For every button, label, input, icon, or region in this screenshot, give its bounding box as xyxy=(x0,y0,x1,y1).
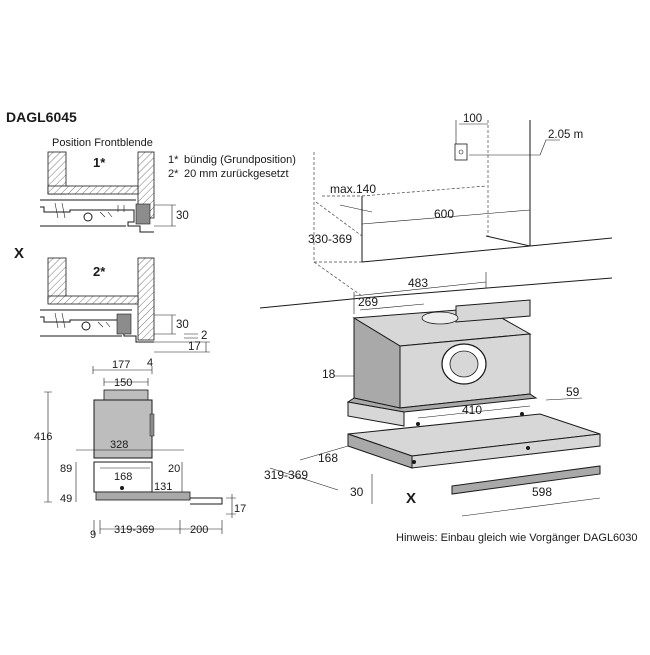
dim-duct-offset: 269 xyxy=(358,295,378,309)
side-view: 177 4 150 328 168 416 89 49 20 131 17 xyxy=(34,357,246,541)
legend-2-text: 20 mm zurückgesetzt xyxy=(184,168,289,180)
dim-front-17: 17 xyxy=(234,503,246,515)
position-1-marker: 1* xyxy=(93,155,106,170)
dim-max-140: max.140 xyxy=(330,182,376,196)
dim-front-width: 598 xyxy=(532,485,552,499)
dim-right-59: 59 xyxy=(566,385,580,399)
dim-height-89: 89 xyxy=(60,463,72,475)
dim-duct-width: 150 xyxy=(114,377,132,389)
dim-front-168: 168 xyxy=(318,451,338,465)
dim-cabinet-depth: 330-369 xyxy=(308,232,352,246)
legend-2-key: 2* xyxy=(168,168,179,180)
dim-height-49: 49 xyxy=(60,493,72,505)
legend-1-text: bündig (Grundposition) xyxy=(184,154,296,166)
dim-top-offset: 4 xyxy=(147,357,153,369)
position-heading: Position Frontblende xyxy=(52,137,153,149)
dim-pos2-offset: 2 xyxy=(201,330,207,342)
iso-cabinet: 100 2.05 m 600 max.140 330-369 xyxy=(259,113,613,309)
dim-body-width: 328 xyxy=(110,439,128,451)
dim-pos1-height: 30 xyxy=(176,210,189,222)
dim-hood-width: 483 xyxy=(408,276,428,290)
side-marker-x: X xyxy=(14,245,24,262)
dim-socket-spacing: 100 xyxy=(463,113,482,125)
dim-pos2-depth: 17 xyxy=(188,341,201,353)
dim-base-168: 168 xyxy=(114,471,132,483)
dim-total-height: 416 xyxy=(34,431,52,443)
dim-front-131: 131 xyxy=(154,481,172,493)
dim-side-18: 18 xyxy=(322,367,336,381)
dim-socket-height: 2.05 m xyxy=(548,129,583,141)
dim-cabinet-width: 600 xyxy=(434,207,454,221)
iso-marker-x: X xyxy=(406,490,416,507)
iso-hood: 483 269 18 410 59 168 xyxy=(264,272,601,517)
dim-depth-range: 319-369 xyxy=(264,468,308,482)
dim-inner-410: 410 xyxy=(462,403,482,417)
dim-right-20: 20 xyxy=(168,463,180,475)
dim-bottom-9: 9 xyxy=(90,529,96,541)
dim-top-width: 177 xyxy=(112,359,130,371)
dim-pos2-height: 30 xyxy=(176,319,189,331)
dim-front-30: 30 xyxy=(350,485,364,499)
position-2-detail: 2* 30 2 17 xyxy=(40,257,210,353)
model-title: DAGL6045 xyxy=(6,109,77,125)
position-2-marker: 2* xyxy=(93,264,106,279)
position-1-detail: 1* 30 xyxy=(40,151,189,233)
installation-note: Hinweis: Einbau gleich wie Vorgänger DAG… xyxy=(396,532,638,544)
dim-side-depth-range: 319-369 xyxy=(114,524,154,536)
dim-extension-200: 200 xyxy=(190,524,208,536)
legend-1-key: 1* xyxy=(168,154,179,166)
